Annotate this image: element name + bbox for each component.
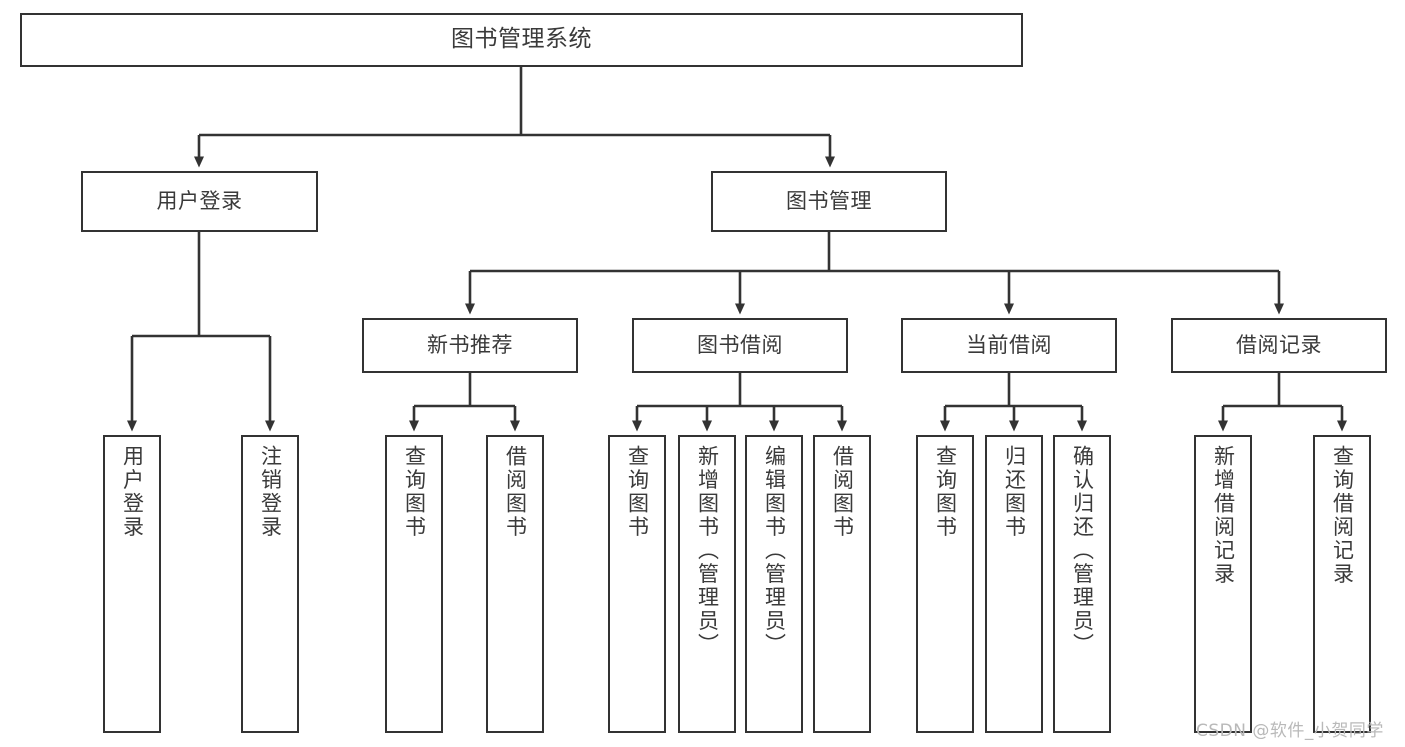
- leaf-query-borrow-record-label: 查询借阅记录: [1330, 445, 1355, 586]
- leaf-borrow-book-recommend[interactable]: 借阅图书: [486, 435, 544, 733]
- leaf-query-book-recommend-label: 查询图书: [402, 445, 427, 539]
- leaf-query-book-borrow-label: 查询图书: [625, 445, 650, 539]
- leaf-user-login-label: 用户登录: [120, 445, 145, 539]
- leaf-edit-book-admin[interactable]: 编辑图书（管理员）: [745, 435, 803, 733]
- leaf-add-borrow-record[interactable]: 新增借阅记录: [1194, 435, 1252, 733]
- node-book-borrow-label: 图书借阅: [697, 332, 783, 357]
- leaf-confirm-return-admin-label: 确认归还（管理员）: [1070, 445, 1095, 657]
- node-user-login-module-label: 用户登录: [156, 188, 243, 213]
- node-user-login-module[interactable]: 用户登录: [81, 171, 318, 232]
- node-borrow-record[interactable]: 借阅记录: [1171, 318, 1387, 373]
- node-root[interactable]: 图书管理系统: [20, 13, 1023, 67]
- node-book-management-module[interactable]: 图书管理: [711, 171, 947, 232]
- node-borrow-record-label: 借阅记录: [1236, 332, 1322, 357]
- leaf-edit-book-admin-label: 编辑图书（管理员）: [762, 445, 787, 657]
- leaf-query-book-borrow[interactable]: 查询图书: [608, 435, 666, 733]
- node-new-book-recommend-label: 新书推荐: [427, 332, 513, 357]
- leaf-add-book-admin-label: 新增图书（管理员）: [695, 445, 720, 657]
- leaf-user-login[interactable]: 用户登录: [103, 435, 161, 733]
- leaf-borrow-book-recommend-label: 借阅图书: [503, 445, 528, 539]
- node-root-label: 图书管理系统: [451, 26, 592, 53]
- leaf-return-book[interactable]: 归还图书: [985, 435, 1043, 733]
- node-current-borrow[interactable]: 当前借阅: [901, 318, 1117, 373]
- leaf-user-logout-label: 注销登录: [258, 445, 283, 539]
- leaf-borrow-book-label: 借阅图书: [830, 445, 855, 539]
- leaf-query-book-recommend[interactable]: 查询图书: [385, 435, 443, 733]
- leaf-return-book-label: 归还图书: [1002, 445, 1027, 539]
- node-new-book-recommend[interactable]: 新书推荐: [362, 318, 578, 373]
- csdn-watermark: CSDN @软件_小贺同学: [1196, 721, 1384, 741]
- leaf-query-book-current[interactable]: 查询图书: [916, 435, 974, 733]
- leaf-confirm-return-admin[interactable]: 确认归还（管理员）: [1053, 435, 1111, 733]
- leaf-add-book-admin[interactable]: 新增图书（管理员）: [678, 435, 736, 733]
- leaf-add-borrow-record-label: 新增借阅记录: [1211, 445, 1236, 586]
- leaf-query-borrow-record[interactable]: 查询借阅记录: [1313, 435, 1371, 733]
- leaf-query-book-current-label: 查询图书: [933, 445, 958, 539]
- node-current-borrow-label: 当前借阅: [966, 332, 1052, 357]
- leaf-borrow-book[interactable]: 借阅图书: [813, 435, 871, 733]
- leaf-user-logout[interactable]: 注销登录: [241, 435, 299, 733]
- node-book-management-module-label: 图书管理: [786, 188, 872, 213]
- node-book-borrow[interactable]: 图书借阅: [632, 318, 848, 373]
